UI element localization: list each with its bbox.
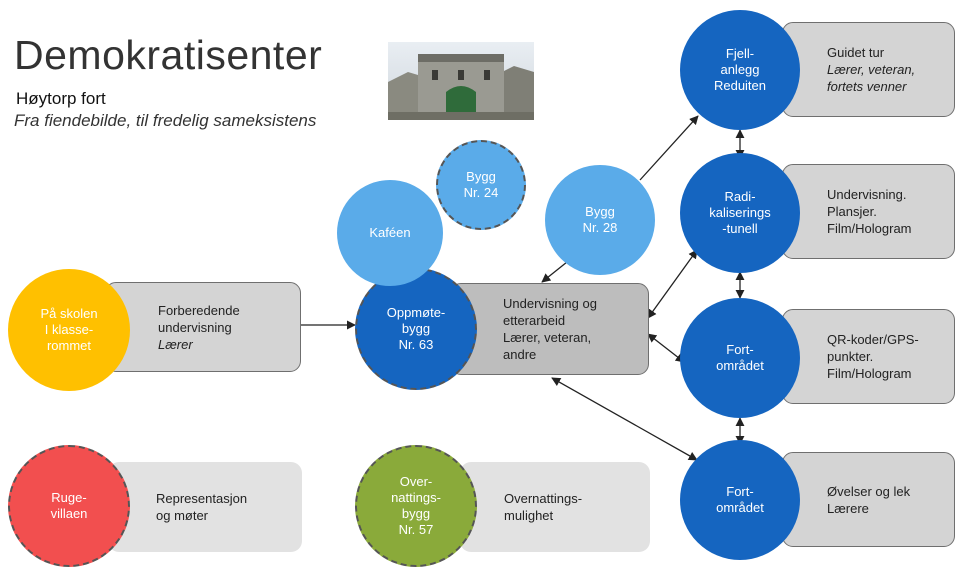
fjellanlegg-description: Guidet tur Lærer, veteran, fortets venne… [782,22,955,117]
rugevillaen-description: Representasjon og møter [108,462,302,552]
oppmote-description: Undervisning og etterarbeid Lærer, veter… [450,283,649,375]
node-oppmote: Oppmøte- bygg Nr. 63 [355,268,477,390]
fort2-description: Øvelser og lek Lærere [782,452,955,547]
fort1-text: QR-koder/GPS- punkter. Film/Hologram [827,332,919,381]
overnatting-text: Overnattings- mulighet [504,491,583,523]
oppmote-text: Undervisning og etterarbeid Lærer, veter… [503,296,597,362]
node-bygg28: Bygg Nr. 28 [545,165,655,275]
rugevillaen-text: Representasjon og møter [156,491,248,523]
fort-photo [388,42,534,120]
arrow-oppmote-fort2 [551,377,698,461]
node-skolen: På skolen I klasse- rommet [8,269,130,391]
fort2-text: Øvelser og lek Lærere [827,483,911,516]
skolen-text2: Lærer [158,336,193,352]
fjellanlegg-text1: Guidet tur [827,45,885,60]
skolen-text1: Forberedende undervisning [158,302,240,335]
radikalisering-text: Undervisning. Plansjer. Film/Hologram [827,187,912,236]
node-fjellanlegg: Fjell- anlegg Reduiten [680,10,800,130]
arrow-oppmote-radikalisering [647,249,698,319]
node-overnatting: Over- nattings- bygg Nr. 57 [355,445,477,567]
node-kafeen: Kaféen [337,180,443,286]
page-tagline: Fra fiendebilde, til fredelig sameksiste… [14,111,317,130]
arrow-bygg28-fjellanlegg [639,115,699,181]
overnatting-description: Overnattings- mulighet [460,462,650,552]
node-bygg24: Bygg Nr. 24 [436,140,526,230]
radikalisering-description: Undervisning. Plansjer. Film/Hologram [782,164,955,259]
page-subtitle: Høytorp fort [16,89,106,108]
arrow-oppmote-fort1 [647,333,685,363]
page-title: Demokratisenter [14,32,323,78]
node-radikalisering: Radi- kaliserings -tunell [680,153,800,273]
node-fort1: Fort- området [680,298,800,418]
fjellanlegg-text2: Lærer, veteran, fortets venner [827,62,916,94]
node-fort2: Fort- området [680,440,800,560]
node-rugevillaen: Ruge- villaen [8,445,130,567]
skolen-description: Forberedende undervisning Lærer [105,282,301,372]
fort1-description: QR-koder/GPS- punkter. Film/Hologram [782,309,955,404]
